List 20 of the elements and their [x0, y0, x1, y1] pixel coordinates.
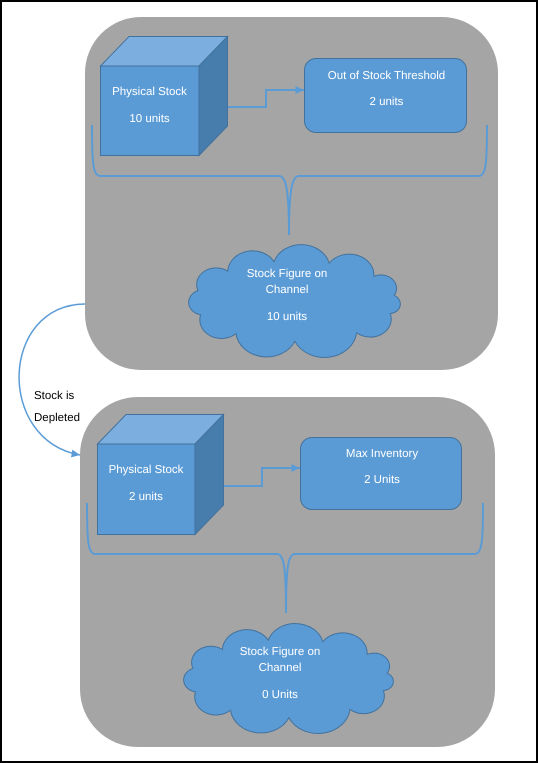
quantity-label: 0 Units [261, 688, 299, 703]
quantity-label: 10 units [128, 112, 171, 127]
arrow [224, 464, 300, 487]
node-label: Stock Figure on Channel [246, 267, 328, 298]
node-label: Max Inventory [344, 447, 420, 462]
curved-arrow [18, 303, 86, 456]
quantity-label: 2 Units [363, 473, 401, 488]
quantity-label: 2 units [128, 490, 164, 505]
node-label: Physical Stock [108, 463, 184, 478]
node-label: Stock Figure on Channel [238, 645, 322, 676]
quantity-label: 10 units [266, 310, 308, 325]
quantity-label: 2 units [368, 95, 404, 110]
edge-label: Stock is Depleted [34, 389, 82, 426]
arrow [228, 86, 304, 108]
panel [80, 397, 495, 747]
panel [85, 17, 498, 370]
rounded-box [304, 58, 467, 133]
node-label: Physical Stock [111, 85, 188, 100]
node-label: Out of Stock Threshold [326, 69, 446, 84]
rounded-box [300, 437, 462, 510]
